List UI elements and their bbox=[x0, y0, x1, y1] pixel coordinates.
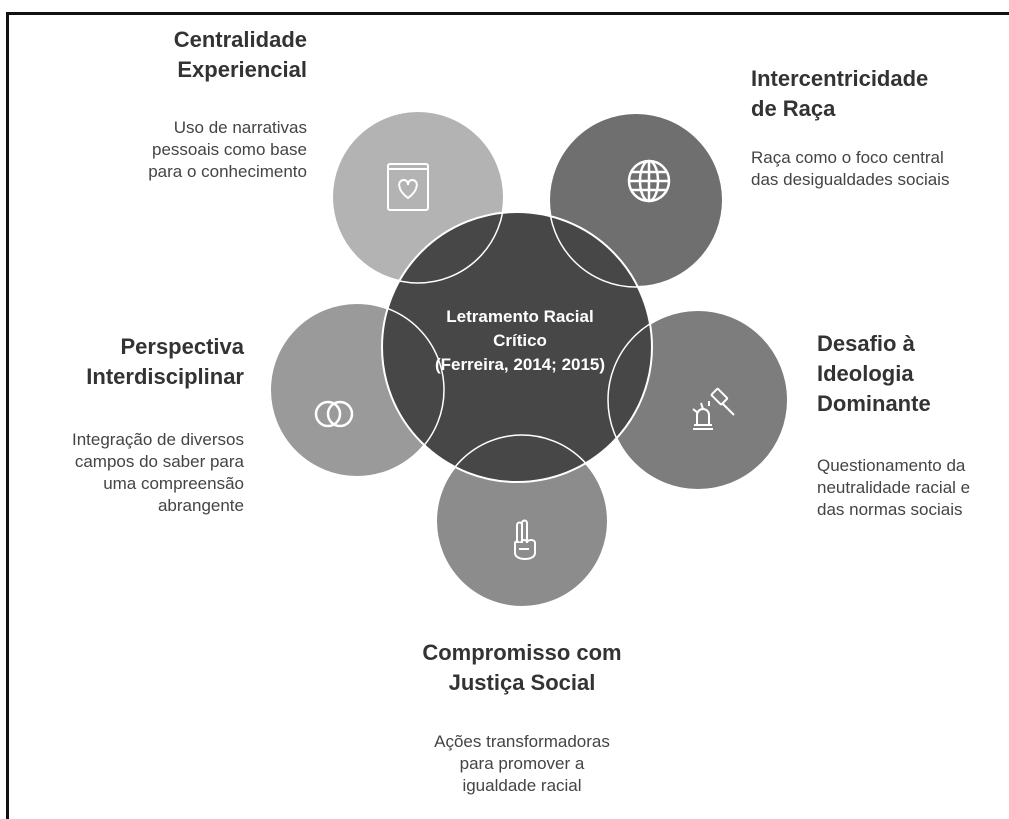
outline-desafio bbox=[607, 309, 789, 491]
desafio-desc-line-1: Questionamento da bbox=[817, 456, 966, 475]
centralidade-desc-line-1: Uso de narrativas bbox=[173, 118, 307, 137]
intercentricidade-block: Intercentricidade de Raça bbox=[751, 64, 1006, 124]
center-title-line-2: Crítico bbox=[493, 331, 547, 350]
outline-perspectiva bbox=[269, 302, 445, 478]
center-title: Letramento Racial Crítico (Ferreira, 201… bbox=[410, 305, 630, 377]
compromisso-desc-line-2: para promover a bbox=[459, 754, 585, 773]
outline-centralidade bbox=[331, 110, 505, 284]
center-title-line-1: Letramento Racial bbox=[446, 307, 594, 326]
desafio-title-line-2: Ideologia bbox=[817, 361, 914, 386]
centralidade-title-line-2: Experiencial bbox=[177, 57, 307, 82]
desafio-desc-line-3: das normas sociais bbox=[817, 500, 963, 519]
centralidade-title-line-1: Centralidade bbox=[173, 27, 307, 52]
desafio-title-line-1: Desafio à bbox=[817, 331, 915, 356]
intercentricidade-desc-line-1: Raça como o foco central bbox=[751, 148, 944, 167]
centralidade-desc-line-2: pessoais como base bbox=[152, 140, 307, 159]
desafio-desc-line-2: neutralidade racial e bbox=[817, 478, 971, 497]
intercentricidade-title-line-2: de Raça bbox=[751, 96, 836, 121]
compromisso-block: Compromisso com Justiça Social bbox=[372, 638, 672, 698]
desafio-title-line-3: Dominante bbox=[817, 391, 931, 416]
perspectiva-desc-line-4: abrangente bbox=[157, 496, 244, 515]
compromisso-desc-line-1: Ações transformadoras bbox=[434, 732, 610, 751]
compromisso-desc: Ações transformadoras para promover a ig… bbox=[372, 731, 672, 797]
frame-top-border bbox=[6, 12, 1009, 15]
perspectiva-desc-line-1: Integração de diversos bbox=[72, 430, 244, 449]
intercentricidade-desc: Raça como o foco central das desigualdad… bbox=[751, 147, 1006, 191]
perspectiva-desc-line-3: uma compreensão bbox=[103, 474, 244, 493]
gavel-icon bbox=[692, 387, 735, 430]
perspectiva-desc-line-2: campos do saber para bbox=[74, 452, 244, 471]
intercentricidade-desc-line-2: das desigualdades sociais bbox=[751, 170, 950, 189]
perspectiva-title-line-2: Interdisciplinar bbox=[86, 364, 244, 389]
perspectiva-desc: Integração de diversos campos do saber p… bbox=[4, 429, 244, 517]
centralidade-desc: Uso de narrativas pessoais como base par… bbox=[7, 117, 307, 183]
center-title-line-3: (Ferreira, 2014; 2015) bbox=[434, 355, 606, 374]
outline-compromisso bbox=[435, 434, 609, 608]
frame-left-border bbox=[6, 12, 9, 819]
globe-icon bbox=[627, 159, 671, 203]
centralidade-block: Centralidade Experiencial bbox=[7, 25, 307, 85]
compromisso-desc-line-3: igualdade racial bbox=[462, 776, 582, 795]
circle-center bbox=[381, 211, 653, 483]
rings-icon bbox=[314, 400, 354, 428]
desafio-desc: Questionamento da neutralidade racial e … bbox=[817, 455, 1007, 521]
perspectiva-title-line-1: Perspectiva bbox=[120, 334, 244, 359]
desafio-block: Desafio à Ideologia Dominante bbox=[817, 329, 1007, 419]
compromisso-title-line-1: Compromisso com bbox=[422, 640, 622, 665]
book-heart-icon bbox=[387, 163, 429, 211]
intercentricidade-title-line-1: Intercentricidade bbox=[751, 66, 929, 91]
perspectiva-block: Perspectiva Interdisciplinar bbox=[4, 332, 244, 392]
centralidade-desc-line-3: para o conhecimento bbox=[148, 162, 307, 181]
compromisso-title-line-2: Justiça Social bbox=[448, 670, 596, 695]
outline-intercentricidade bbox=[548, 112, 724, 288]
peace-hand-icon bbox=[514, 519, 536, 560]
